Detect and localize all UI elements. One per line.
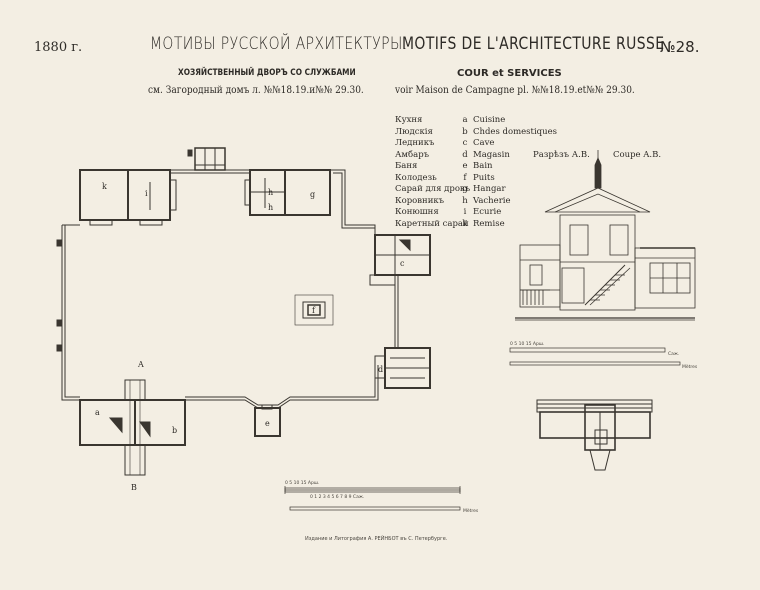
- legend-letter: g: [462, 184, 468, 194]
- reference-french: voir Maison de Campagne pl. №№18.19.et№№…: [395, 85, 635, 96]
- legend-ru: Людскія: [395, 126, 433, 137]
- plan-scale-sazh: 0 1 2 3 4 5 6 7 8 9 Саж.: [310, 494, 364, 500]
- plan-label-B: B: [131, 483, 137, 492]
- legend-fr: Vacherie: [473, 195, 511, 206]
- legend-letter: a: [462, 115, 468, 125]
- section-scale-sazh: Саж.: [668, 351, 679, 357]
- well: [294, 294, 334, 326]
- building-cave: [369, 234, 431, 286]
- legend-letter: c: [462, 138, 468, 148]
- plate-number: №28.: [660, 38, 700, 56]
- plan-scale-bars: [284, 486, 461, 511]
- subtitle-french: COUR et SERVICES: [457, 68, 562, 79]
- reference-russian: см. Загородный домъ л. №№18.19.и№№ 29.30…: [148, 85, 364, 96]
- plan-label-g: g: [310, 190, 315, 199]
- plan-label-e: e: [265, 419, 270, 428]
- plan-label-f: f: [312, 306, 316, 315]
- legend-letter: k: [462, 218, 468, 229]
- legend-fr: Ecurie: [473, 207, 502, 217]
- legend-row: Баня e Bain: [395, 161, 553, 173]
- plan-label-d: d: [378, 365, 383, 374]
- legend-ru: Каретный сарай: [395, 218, 469, 229]
- section-label-russian: Разрѣзъ А.В.: [533, 150, 590, 160]
- legend-fr: Remise: [473, 218, 505, 229]
- legend-ru: Конюшня: [395, 207, 439, 217]
- legend-row: Людскія b Chdes domestiques: [395, 126, 557, 139]
- plan-label-c: c: [400, 259, 405, 268]
- site-plan: [56, 147, 431, 476]
- plan-label-b: b: [172, 426, 177, 435]
- building-magasin: [374, 347, 431, 389]
- legend-row: Амбаръ d Magasin: [395, 150, 553, 162]
- plan-label-h2: h: [268, 203, 273, 212]
- legend-letter: e: [462, 161, 468, 171]
- legend-fr: Hangar: [473, 184, 506, 194]
- legend-fr: Cave: [473, 138, 495, 148]
- title-russian: МОТИВЫ РУССКОЙ АРХИТЕКТУРЫ.: [150, 34, 408, 54]
- section-scale-bars: [509, 347, 681, 366]
- legend-letter: i: [463, 207, 467, 217]
- plan-label-A: A: [137, 360, 144, 369]
- legend-ru: Сарай для дровъ: [395, 184, 471, 194]
- building-bain: [254, 404, 281, 437]
- plan-label-h1: h: [268, 188, 273, 197]
- legend-row: Конюшня i Ecurie: [395, 207, 553, 219]
- plan-label-i: i: [145, 189, 148, 198]
- section-scale-arsh: 0 5 10 15 Арш.: [510, 341, 544, 347]
- legend-ru: Кухня: [395, 115, 423, 125]
- year-label: 1880 г.: [34, 40, 83, 55]
- legend-fr: Bain: [473, 161, 493, 171]
- legend-ru: Баня: [395, 161, 418, 171]
- legend-ru: Коровникъ: [395, 195, 445, 206]
- plan-label-k: k: [102, 182, 107, 191]
- building-remise-ecurie: [79, 169, 177, 226]
- building-cuisine: [79, 379, 186, 476]
- legend-fr: Chdes domestiques: [473, 126, 557, 137]
- legend-ru: Ледникъ: [395, 138, 435, 148]
- plan-scale-arsh: 0 5 10 15 Арш.: [285, 480, 319, 486]
- gate-top: [194, 147, 226, 171]
- legend-fr: Cuisine: [473, 115, 506, 125]
- legend-letter: d: [462, 149, 468, 160]
- legend-ru: Колодезь: [395, 172, 437, 183]
- legend-letter: b: [462, 126, 468, 137]
- section-label-french: Coupe A.B.: [613, 150, 662, 160]
- publisher-credit: Издание и Литография А. РЕЙНБОТ въ С. Пе…: [305, 536, 448, 542]
- legend-row: Кухня a Cuisine: [395, 115, 553, 127]
- legend-fr: Puits: [473, 172, 495, 183]
- legend-fr: Magasin: [473, 149, 510, 160]
- section-scale-metres: Mètres: [682, 363, 698, 370]
- plan-scale-metres: Mètres: [463, 507, 479, 514]
- legend-ru: Амбаръ: [395, 149, 430, 160]
- legend-letter: h: [462, 195, 468, 206]
- plan-label-a: a: [95, 408, 100, 417]
- section-drawing: [515, 150, 696, 321]
- subtitle-russian: ХОЗЯЙСТВЕННЫЙ ДВОРЪ СО СЛУЖБАМИ: [178, 68, 356, 78]
- title-french: MOTIFS DE L'ARCHITECTURE RUSSE: [402, 34, 665, 54]
- legend-letter: f: [463, 172, 467, 183]
- legend-row: Ледникъ c Cave: [395, 138, 553, 150]
- legend-row: Колодезь f Puits: [395, 173, 553, 185]
- legend-row: Коровникъ h Vacherie: [395, 196, 553, 208]
- small-plan: [536, 399, 653, 471]
- building-vacherie-hangar: [244, 169, 331, 216]
